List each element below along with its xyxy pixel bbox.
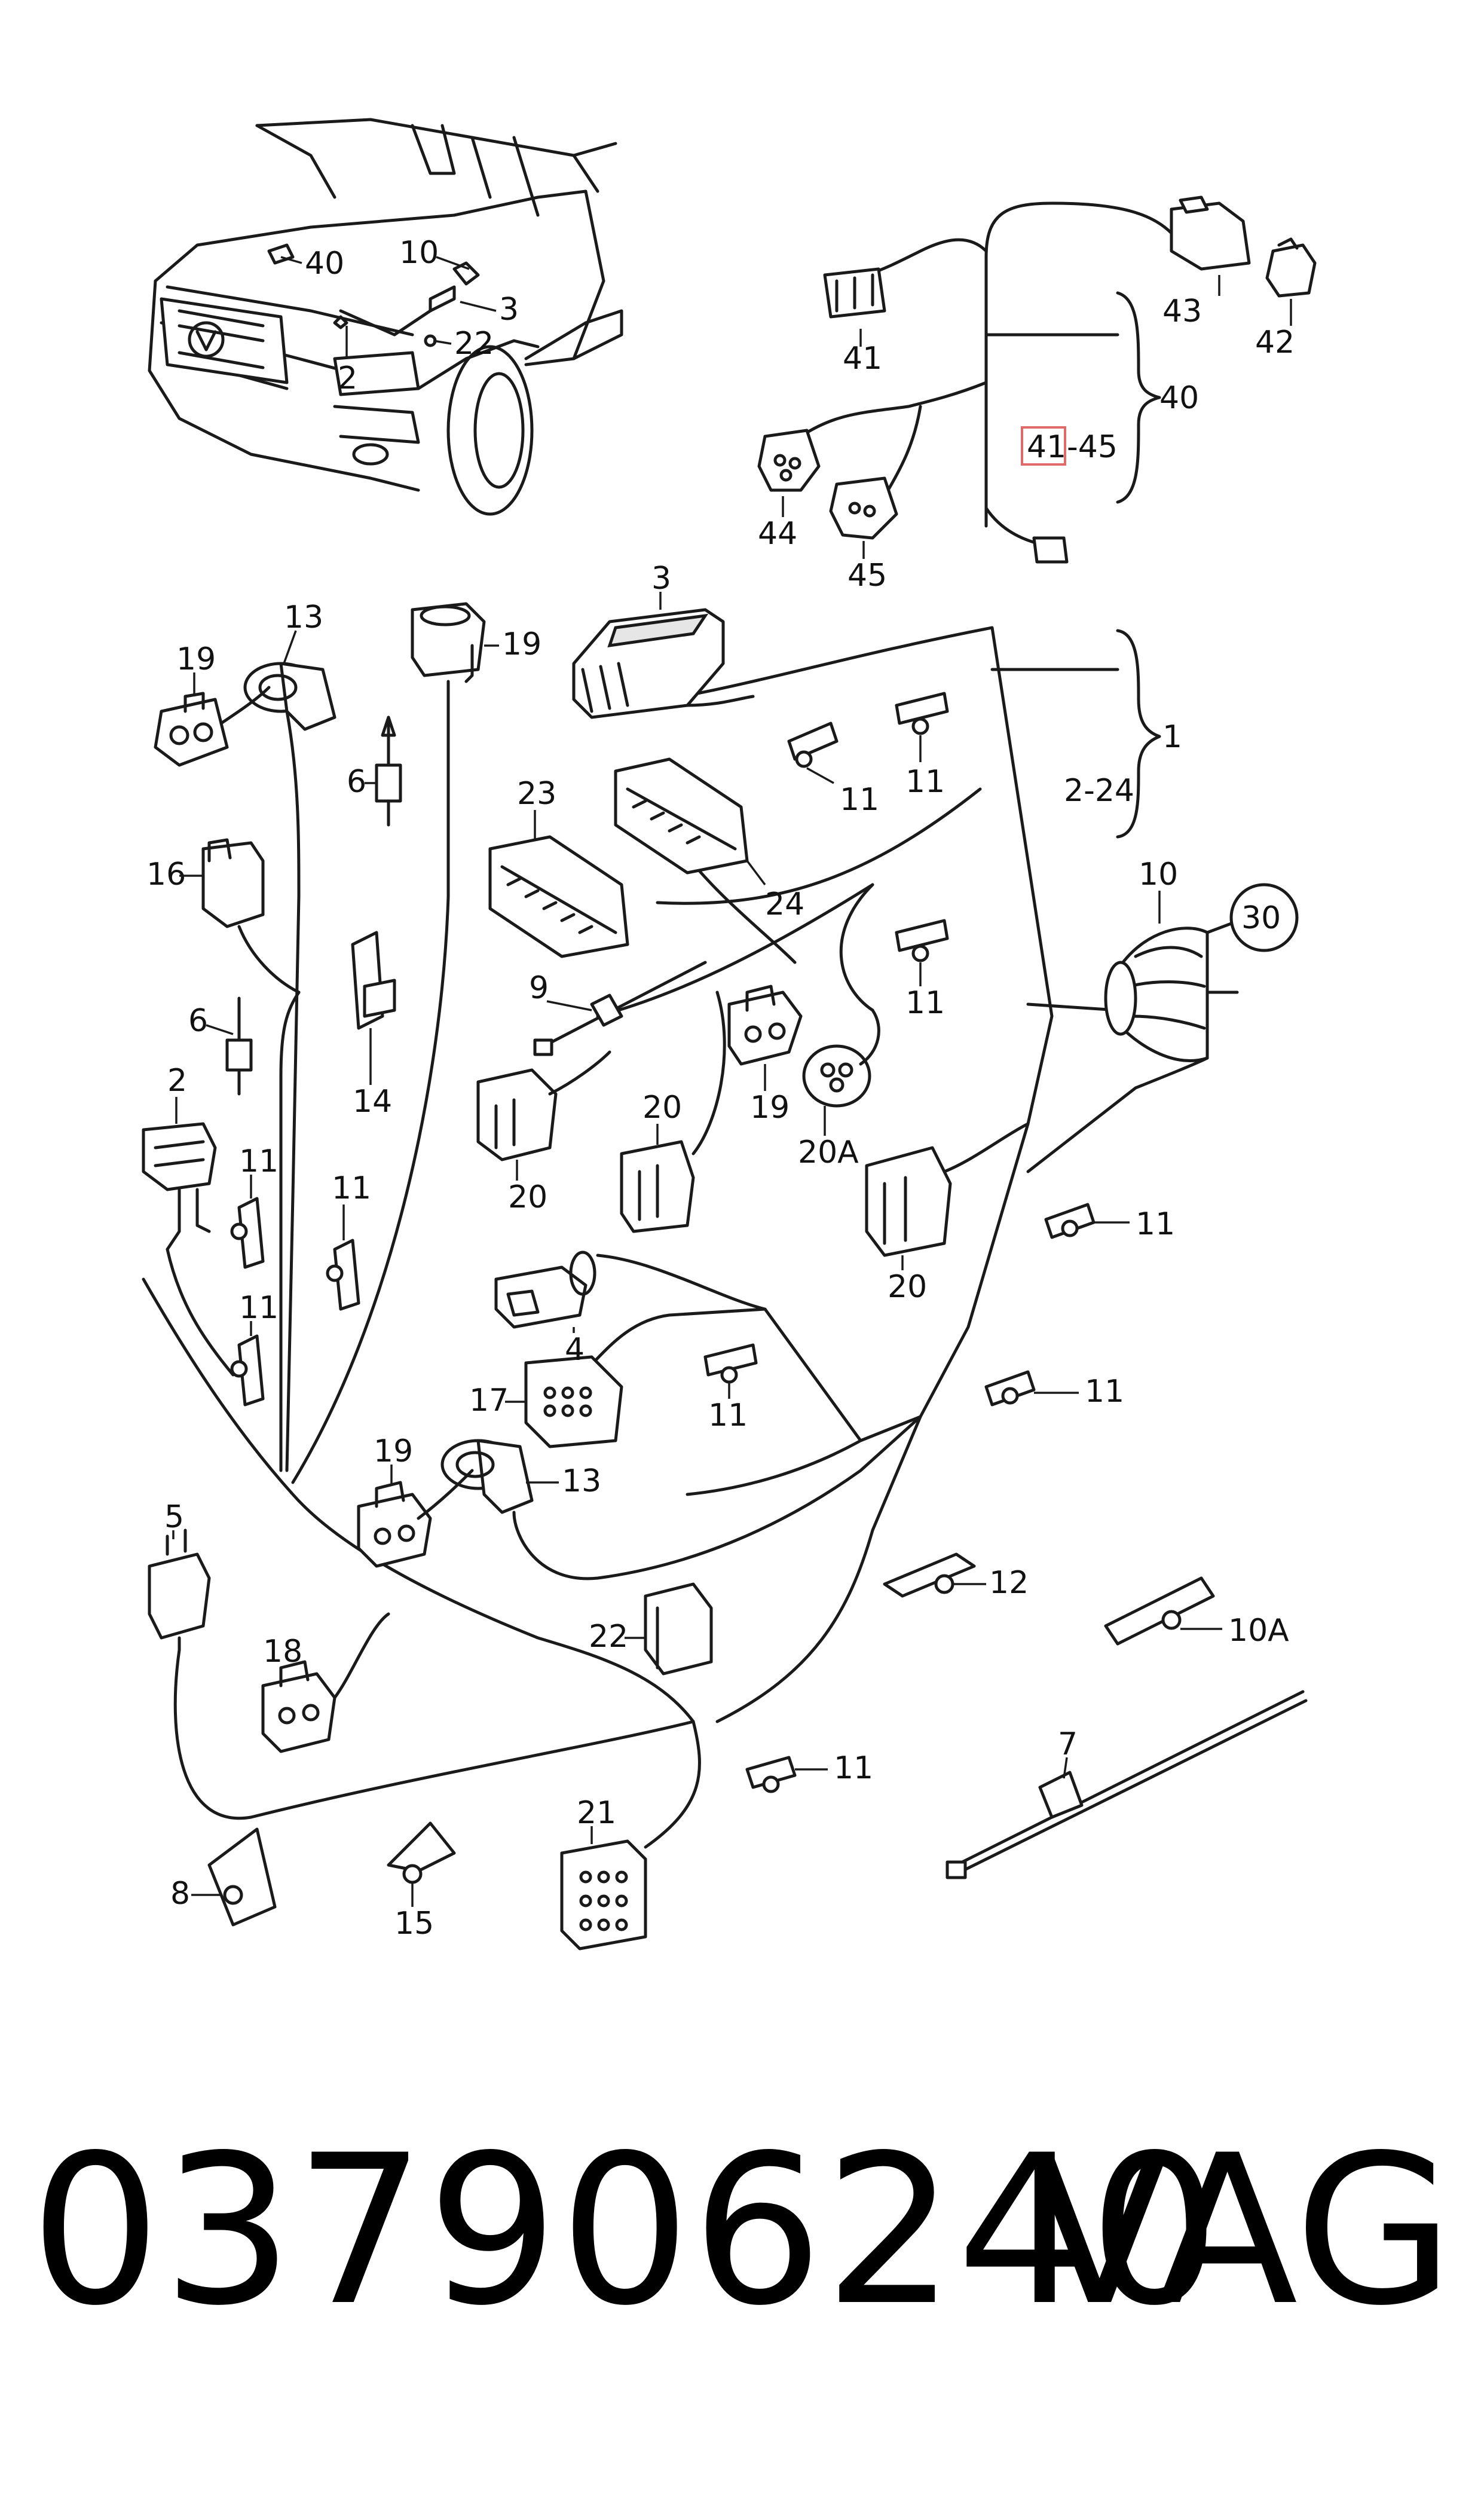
callout-23: 23 bbox=[517, 776, 556, 812]
callout-19-top: 19 bbox=[502, 626, 541, 662]
callout-11-f: 11 bbox=[239, 1144, 279, 1179]
callout-18: 18 bbox=[263, 1634, 302, 1670]
callout-2-24: 2-24 bbox=[1064, 773, 1134, 809]
callout-22: 22 bbox=[589, 1619, 628, 1655]
callout-13-lower: 13 bbox=[562, 1463, 601, 1499]
callout-20A: 20A bbox=[798, 1135, 859, 1170]
reference-circle-30 bbox=[1229, 883, 1299, 952]
sub-harness-40-callouts: 41 43 42 40 41 -45 44 45 bbox=[758, 275, 1295, 594]
components bbox=[142, 602, 1308, 1951]
callout-8: 8 bbox=[170, 1876, 190, 1912]
part-number: 037906240 bbox=[30, 2111, 1222, 2351]
sub-harness-40 bbox=[757, 195, 1317, 564]
callout-2: 2 bbox=[167, 1063, 187, 1099]
callout-20-mid: 20 bbox=[642, 1090, 682, 1126]
callout-40-brace: 40 bbox=[1159, 380, 1199, 416]
wiring-harness-diagram: 40 10 3 2 22 bbox=[142, 118, 1317, 1951]
callout-30: 30 bbox=[1241, 900, 1281, 936]
callout-43: 43 bbox=[1162, 294, 1202, 329]
callout-10-locator: 10 bbox=[399, 235, 439, 271]
callout-19-lower: 19 bbox=[374, 1433, 413, 1469]
brand-label: VAG bbox=[1029, 2111, 1454, 2351]
callout-17: 17 bbox=[469, 1383, 509, 1419]
callout-11-d: 11 bbox=[1136, 1206, 1175, 1242]
callout-13-top: 13 bbox=[284, 600, 323, 635]
callout-6-lower: 6 bbox=[188, 1003, 208, 1039]
callout-11-e: 11 bbox=[1085, 1374, 1124, 1410]
highlight-box bbox=[1021, 426, 1066, 466]
vehicle-locator-callouts: 40 10 3 2 22 bbox=[280, 235, 519, 396]
callout-4: 4 bbox=[565, 1332, 585, 1368]
main-callouts: 3 1 2-24 11 11 13 19 19 6 16 23 24 10 30… bbox=[146, 561, 1289, 1942]
callout-6-top: 6 bbox=[347, 764, 366, 800]
callout-42: 42 bbox=[1255, 325, 1295, 360]
callout-9: 9 bbox=[529, 970, 549, 1006]
footer: 037906240 VAG bbox=[0, 2128, 1484, 2379]
callout-1: 1 bbox=[1162, 719, 1182, 755]
callout-11-i: 11 bbox=[708, 1398, 748, 1433]
callout-20-right: 20 bbox=[888, 1269, 927, 1305]
callout-2-locator: 2 bbox=[338, 360, 357, 396]
callout-11-a: 11 bbox=[840, 782, 879, 818]
callout-3: 3 bbox=[651, 561, 671, 597]
callout-41-range-start: 41 bbox=[1027, 429, 1066, 465]
callout-44: 44 bbox=[758, 516, 797, 552]
callout-14: 14 bbox=[353, 1084, 392, 1120]
vehicle-locator bbox=[148, 118, 623, 516]
callout-3-locator: 3 bbox=[499, 292, 519, 328]
callout-11-b: 11 bbox=[905, 764, 945, 800]
callout-16: 16 bbox=[146, 857, 186, 892]
callout-41: 41 bbox=[843, 341, 882, 377]
callout-24: 24 bbox=[765, 886, 804, 922]
callout-15: 15 bbox=[394, 1906, 434, 1942]
callout-40-locator: 40 bbox=[305, 246, 344, 282]
callout-11-j: 11 bbox=[834, 1750, 873, 1786]
callout-22-locator: 22 bbox=[454, 326, 494, 362]
callout-11-c: 11 bbox=[905, 985, 945, 1021]
callout-11-h: 11 bbox=[239, 1290, 279, 1326]
callout-10A: 10A bbox=[1228, 1613, 1289, 1649]
callout-19-mid: 19 bbox=[750, 1090, 790, 1126]
callout-11-g: 11 bbox=[332, 1170, 371, 1206]
callout-19-top-left: 19 bbox=[176, 641, 216, 677]
callout-12: 12 bbox=[989, 1565, 1029, 1601]
callout-45: 45 bbox=[847, 558, 887, 594]
callout-20-left: 20 bbox=[508, 1179, 547, 1215]
callout-5: 5 bbox=[164, 1499, 184, 1535]
callout-21: 21 bbox=[577, 1795, 616, 1831]
callout-10: 10 bbox=[1139, 857, 1178, 892]
callout-7: 7 bbox=[1058, 1726, 1078, 1762]
callout-41-range-end: -45 bbox=[1067, 429, 1118, 465]
